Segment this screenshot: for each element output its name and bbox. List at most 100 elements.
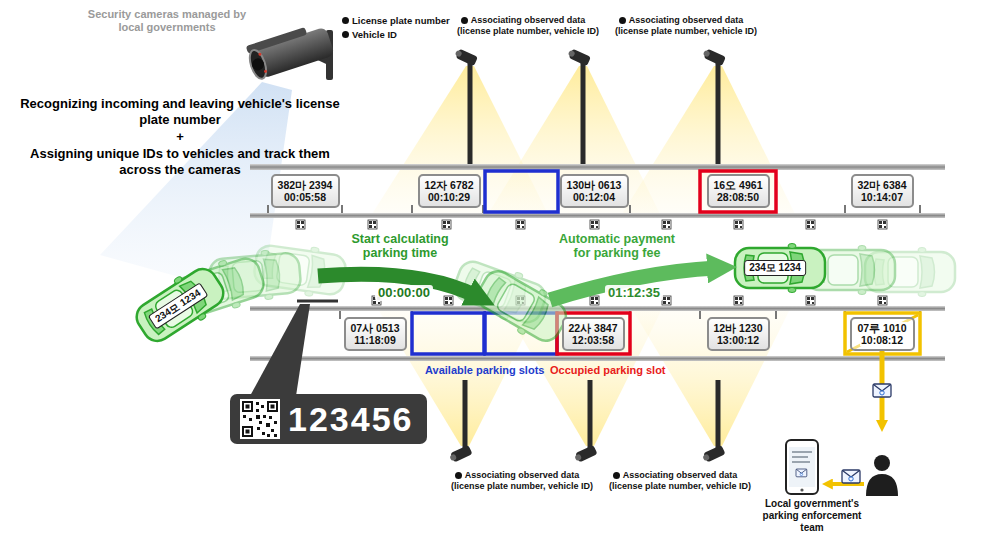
callout-text: License plate number [352,15,450,27]
slot-frame [847,315,918,352]
qr-code-icon [242,426,253,437]
qr-code-icon [246,430,250,434]
slot-qr-tag [590,296,599,305]
parking-time: 13:00:12 [717,334,759,346]
qr-code-icon [246,405,250,409]
parking-slot-plate: 130바 061300:12:04 [560,174,629,208]
qr-code-icon [259,421,262,424]
flow-arrow [318,268,716,300]
qr-code-icon [244,428,251,435]
camera-pole [716,62,721,164]
green-car [129,239,955,350]
parking-slot-plate: 07루 101010:08:12 [850,317,915,351]
email-icon [873,384,891,397]
qr-code-icon [271,405,275,409]
plate-number: 12바 1230 [714,322,763,334]
qr-code-icon [266,423,270,427]
parking-slot-plate: 12바 123013:00:12 [707,317,770,351]
slot-qr-tag [444,296,453,305]
parking-time: 10:08:12 [860,334,904,346]
qr-code-icon [274,421,277,424]
security-camera-icon [250,57,265,72]
camera-pole [463,380,468,448]
tag-pointer [297,300,338,303]
legend-text: Available parking slots [425,364,544,377]
slot-frame [412,171,920,354]
camera-pole [567,48,591,66]
camera-pole [581,62,586,164]
camera-pole [449,454,457,462]
light-cone [622,66,795,214]
bullet-dot [342,17,349,24]
plate-number: 130바 0613 [567,179,622,191]
slot-qr-tag [590,220,599,229]
qr-code-icon [256,402,259,405]
license-plate: 234모 1234 [744,260,806,276]
parking-slot-plate: 07사 051311:18:09 [344,317,407,351]
parking-time: 28:08:50 [717,191,759,203]
slot-divider [699,311,701,319]
plate-number: 32마 6384 [858,179,907,191]
person-icon [866,455,898,496]
callout-text: Associating observed data (license plate… [608,470,752,492]
camera-pole [454,48,478,66]
parking-time: 00:05:58 [284,191,326,203]
light-cone [488,66,660,214]
description-text: Recognizing incoming and leaving vehicle… [15,96,345,128]
slot-qr-tag [662,296,671,305]
slot-frame [557,313,630,354]
camera-pole [450,445,472,463]
camera-pole [588,380,593,448]
caption-text: Security cameras managed by local govern… [82,8,252,34]
camera-pole [703,50,711,58]
parking-slot-plate: 382마 239400:05:58 [271,174,340,208]
phone-icon [786,440,818,494]
slot-qr-tag [368,220,377,229]
qr-code-icon [257,427,260,430]
qr-code-icon [267,401,278,412]
road-rail [250,164,945,170]
bullet-dot [342,31,349,38]
slot-frame [700,171,776,212]
camera-pole [456,49,478,67]
slot-divider [919,205,921,213]
step-label: Start calculating parking time [340,232,460,260]
security-camera-icon [258,52,262,56]
bullet-dot [619,17,626,24]
camera-pole [573,445,597,463]
parking-slot-plate: 22사 384712:03:58 [562,317,625,351]
slot-divider [268,205,920,319]
camera-pole [568,50,576,58]
phone-icon [786,440,818,494]
camera-pole [703,445,725,463]
slot-qr-tag [878,296,887,305]
description-text: Assigning unique IDs to vehicles and tra… [15,146,345,178]
qr-code-icon [262,432,265,435]
camera-pole [448,48,726,463]
qr-code-icon [256,415,260,419]
security-camera-icon [245,21,335,81]
camera-pole [448,445,472,463]
qr-code-icon [256,409,259,412]
green-car [735,244,825,293]
email-icon [842,470,860,483]
plate-number: 07사 0513 [351,322,400,334]
camera-pole [701,445,725,463]
slot-divider [341,205,343,213]
qr-code-icon [274,434,277,437]
qr-code-icon [249,418,252,421]
slot-qr-tag [516,220,525,229]
qr-code-icon [243,415,246,418]
security-camera-icon [247,48,270,81]
bullet-dot [613,472,620,479]
phone-icon [800,488,803,491]
parking-time: 00:12:04 [573,191,615,203]
slot-qr-tag [806,220,815,229]
parking-slot-plate: 16오 496128:08:50 [707,174,770,208]
qr-code-icon [244,403,251,410]
slot-qr-tag [806,296,815,305]
road-rail [250,164,945,361]
